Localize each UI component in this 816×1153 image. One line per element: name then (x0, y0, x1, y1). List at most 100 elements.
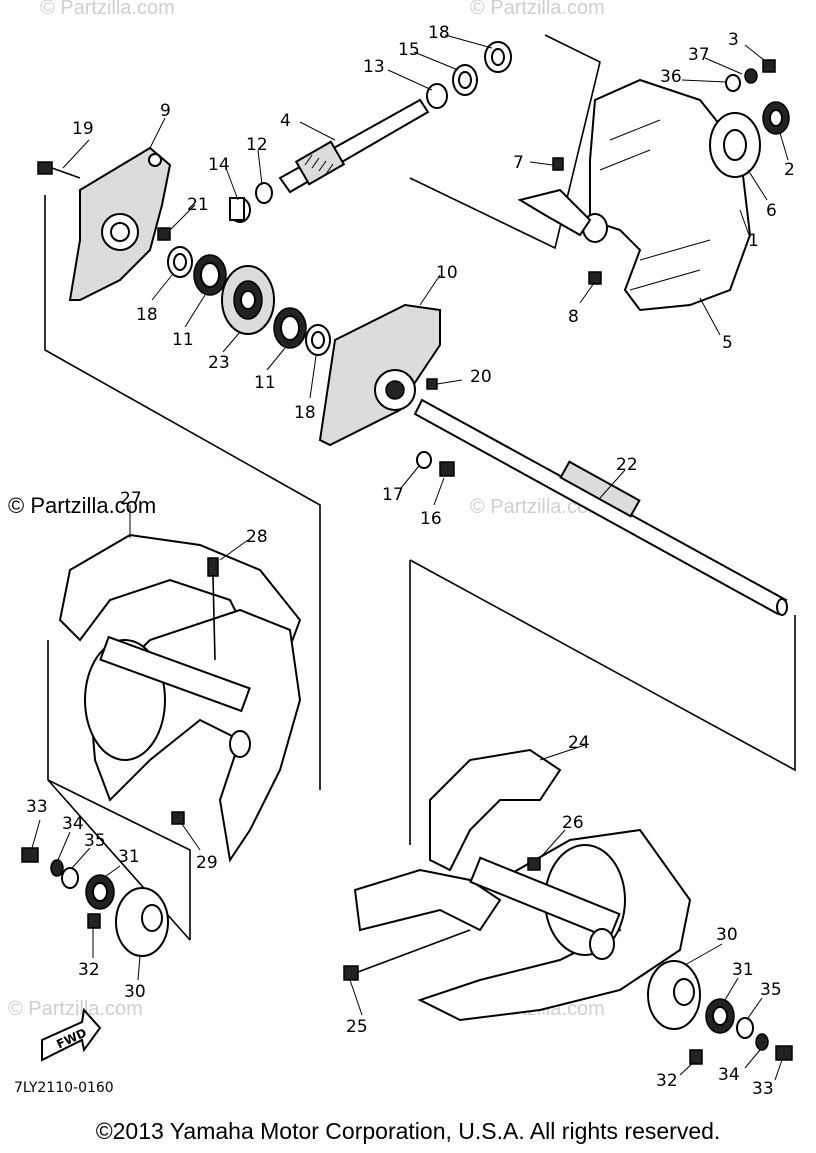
bearing-31-right (705, 998, 735, 1034)
leader-lines (31, 34, 789, 1081)
callout-18-left: 18 (136, 305, 158, 325)
callout-34-left: 34 (62, 814, 84, 834)
nut-8 (588, 271, 602, 285)
watermark-top-right: © Partzilla.com (470, 0, 605, 19)
callout-27: 27 (120, 489, 142, 509)
bolt-32-left (87, 913, 101, 929)
plug-21 (157, 227, 171, 241)
callout-7: 7 (513, 153, 524, 173)
callout-3: 3 (728, 30, 739, 50)
washer-37 (744, 68, 758, 84)
callout-8: 8 (568, 307, 579, 327)
callout-4: 4 (280, 111, 291, 131)
callout-37: 37 (688, 45, 710, 65)
bolt-25 (343, 965, 359, 981)
flange-30-right (647, 960, 701, 1030)
callout-11-left: 11 (172, 330, 194, 350)
fwd-arrow-icon: FWD (41, 1007, 102, 1062)
callout-23: 23 (208, 353, 230, 373)
callout-32-left: 32 (78, 960, 100, 980)
top-right-assembly-boundary (409, 34, 601, 250)
callout-30-right: 30 (716, 925, 738, 945)
callout-33-right: 33 (752, 1079, 774, 1099)
callout-13: 13 (363, 57, 385, 77)
drive-shaft-22 (413, 398, 788, 616)
callout-35-left: 35 (84, 831, 106, 851)
nut-20 (426, 378, 438, 390)
callout-31-right: 31 (732, 960, 754, 980)
watermark-mid-left: © Partzilla.com (8, 493, 156, 518)
callout-11-right: 11 (254, 373, 276, 393)
watermark-top-left: © Partzilla.com (40, 0, 175, 19)
callout-30-left: 30 (124, 982, 146, 1002)
washer-34-right (755, 1033, 769, 1051)
right-assembly-boundary-top (409, 559, 796, 772)
callout-36: 36 (660, 67, 682, 87)
callout-6: 6 (766, 201, 777, 221)
callout-28: 28 (246, 527, 268, 547)
washer-34-left (50, 859, 64, 877)
bolt-19 (37, 161, 81, 179)
copyright-notice: ©2013 Yamaha Motor Corporation, U.S.A. A… (95, 1118, 721, 1144)
flange-30-left (115, 887, 169, 957)
callout-9: 9 (160, 101, 171, 121)
housing-cover-right (318, 303, 441, 447)
callout-33-left: 33 (26, 797, 48, 817)
callout-16: 16 (420, 509, 442, 529)
callout-35-right: 35 (760, 980, 782, 1000)
callout-20: 20 (470, 367, 492, 387)
washer-36 (725, 74, 741, 92)
bracket-1 (517, 188, 592, 237)
bolt-33-right (775, 1045, 793, 1061)
callout-17: 17 (382, 485, 404, 505)
auger-27 (58, 533, 302, 863)
callout-labels: 3 37 36 18 15 13 9 4 19 12 14 7 2 21 6 1… (26, 23, 795, 1099)
callout-5: 5 (722, 333, 733, 353)
callout-31-left: 31 (118, 847, 140, 867)
callout-34-right: 34 (718, 1065, 740, 1085)
bolt-16 (439, 461, 455, 477)
watermark-mid-right: © Partzilla.com (470, 496, 605, 518)
bearing-31-left (85, 874, 115, 910)
bolt-7 (552, 157, 564, 171)
bolt-32-right (689, 1049, 703, 1065)
washer-35-right (736, 1017, 754, 1039)
watermark-bottom-left: © Partzilla.com (8, 998, 143, 1020)
bearing-18-top (484, 41, 512, 73)
nut-26 (527, 857, 541, 871)
bearing-11-right (273, 307, 307, 349)
nut-29 (171, 811, 185, 825)
washer-18-left (167, 246, 193, 278)
worm-shaft-4 (278, 98, 430, 194)
worm-gear-23 (221, 265, 275, 335)
callout-15: 15 (398, 40, 420, 60)
callout-26: 26 (562, 813, 584, 833)
callout-22: 22 (616, 455, 638, 475)
callout-25: 25 (346, 1017, 368, 1037)
bushing-15 (452, 64, 478, 96)
flange-6 (709, 112, 761, 178)
auger-24 (353, 748, 692, 1022)
callout-24: 24 (568, 733, 590, 753)
left-assembly-boundary (44, 195, 321, 790)
callout-19: 19 (72, 119, 94, 139)
callout-12: 12 (246, 135, 268, 155)
diagram-code: 7LY2110-0160 (14, 1080, 114, 1096)
housing-cover-left (68, 146, 172, 301)
bearing-2 (762, 101, 790, 135)
nut-3 (762, 59, 776, 73)
washer-18-right (305, 324, 331, 356)
washer-35-left (61, 867, 79, 889)
callout-2: 2 (784, 160, 795, 180)
callout-10: 10 (436, 263, 458, 283)
callout-29: 29 (196, 853, 218, 873)
bolt-33-left (21, 847, 39, 863)
bolt-28 (207, 557, 219, 577)
washer-17 (416, 451, 432, 469)
callout-18-right: 18 (294, 403, 316, 423)
washer-13 (426, 83, 448, 109)
callout-21: 21 (187, 195, 209, 215)
callout-18-top: 18 (428, 23, 450, 43)
collar-14 (229, 197, 251, 223)
